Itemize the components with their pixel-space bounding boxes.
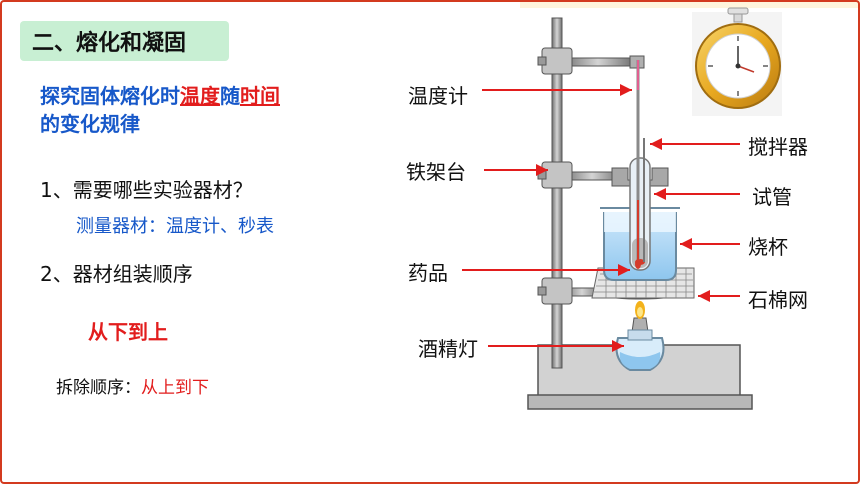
label-stirrer: 搅拌器 [748,135,808,159]
alcohol-lamp [615,301,665,371]
heading-prefix: 探究固体熔化时 [40,84,180,108]
stopwatch-image [692,7,782,116]
heading-mid: 随 [220,84,240,108]
question-1: 1、需要哪些实验器材？ [40,178,253,202]
label-lamp: 酒精灯 [418,337,478,361]
title-banner [20,21,229,61]
label-thermometer: 温度计 [408,84,468,108]
heading-line-2: 的变化规律 [40,112,140,136]
removal-label: 拆除顺序： [56,378,141,398]
removal-line: 拆除顺序：从上到下 [56,373,209,398]
heading-word-time: 时间 [240,84,280,108]
label-drug: 药品 [408,261,448,285]
assembly-order: 从下到上 [88,320,168,344]
heading-line-1: 探究固体熔化时温度随时间 [40,80,280,109]
label-beaker: 烧杯 [748,235,788,259]
label-gauze: 石棉网 [748,288,808,312]
label-stand: 铁架台 [406,160,466,184]
removal-order: 从上到下 [141,378,209,398]
instrument-answer: 测量器材：温度计、秒表 [76,216,274,237]
test-tube [629,157,651,271]
label-tube: 试管 [752,185,792,209]
stand-rod [551,17,563,369]
thermometer-clamp [537,47,645,75]
top-accent-bar [520,0,860,8]
heading-word-temperature: 温度 [180,84,220,108]
question-2: 2、器材组装顺序 [40,262,193,286]
slide-title: 二、熔化和凝固 [32,31,187,56]
thermometer [635,60,641,269]
